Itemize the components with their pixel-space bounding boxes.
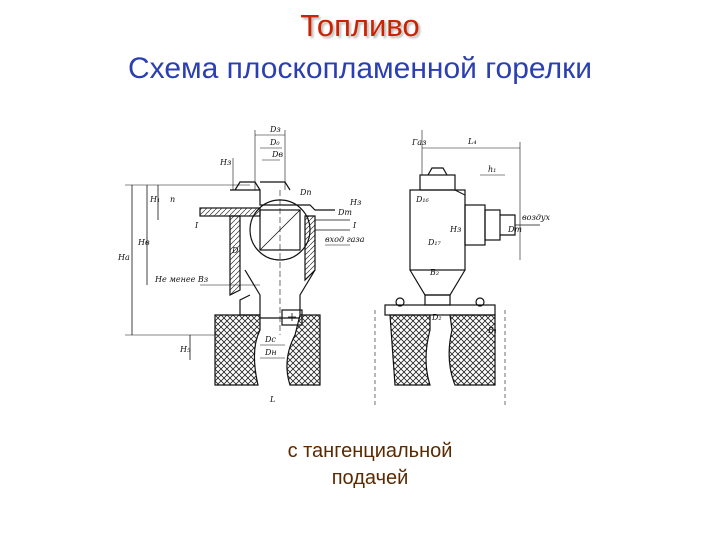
- label-b1: B₁: [487, 326, 497, 335]
- label-d: D: [231, 246, 239, 255]
- label-h5: H₅: [179, 345, 191, 354]
- label-dz: Dз: [269, 125, 281, 134]
- label-dp: Dп: [299, 188, 312, 197]
- label-n: n: [170, 195, 175, 204]
- slide-subtitle: Схема плоскопламенной горелки: [128, 52, 592, 85]
- label-hz-r: Hз: [449, 225, 461, 234]
- left-section-view: [125, 130, 350, 386]
- left-dimension-labels: Dз D₀ Dв Hз H₁ n I Hа Hв D Не менее Bз D…: [117, 125, 365, 404]
- label-gas: Газ: [411, 138, 426, 147]
- label-b2: B₂: [429, 268, 439, 277]
- label-hz-right: Hз: [349, 198, 361, 207]
- label-i-right: I: [352, 221, 357, 230]
- label-h1: H₁: [149, 195, 160, 204]
- label-hv: Hв: [137, 238, 150, 247]
- right-side-view: [374, 130, 540, 405]
- label-h1-right: h₁: [488, 165, 496, 174]
- label-air: воздух: [522, 213, 550, 222]
- label-ha: Hа: [117, 253, 130, 262]
- slide-title: Топливо: [300, 8, 420, 43]
- label-min-b3: Не менее Bз: [154, 275, 208, 284]
- label-d16: D₁₆: [415, 195, 430, 204]
- label-dc: Dс: [264, 335, 276, 344]
- drawing-caption: с тангенциальной подачей: [255, 438, 485, 492]
- right-dimension-labels: Газ L₄ h₁ D₁₆ Hз D₁₇ воздух B₂ D₂ B₁ Dт: [411, 137, 550, 335]
- label-d17: D₁₇: [427, 238, 442, 247]
- label-hz: Hз: [219, 158, 231, 167]
- label-dt-right: Dт: [507, 225, 522, 234]
- label-d0: D₀: [269, 138, 280, 147]
- caption-line-2: подачей: [331, 467, 409, 489]
- label-dv: Dв: [271, 150, 283, 159]
- label-l: L: [269, 395, 275, 404]
- label-d2: D₂: [431, 313, 442, 322]
- label-gas-inlet: вход газа: [325, 235, 365, 244]
- burner-technical-drawing: Dз D₀ Dв Hз H₁ n I Hа Hв D Не менее Bз D…: [117, 125, 550, 405]
- label-dn: Dн: [264, 348, 277, 357]
- label-l4: L₄: [467, 137, 477, 146]
- label-i-left: I: [194, 221, 199, 230]
- label-dt: Dт: [337, 208, 352, 217]
- caption-line-1: с тангенциальной: [287, 440, 453, 462]
